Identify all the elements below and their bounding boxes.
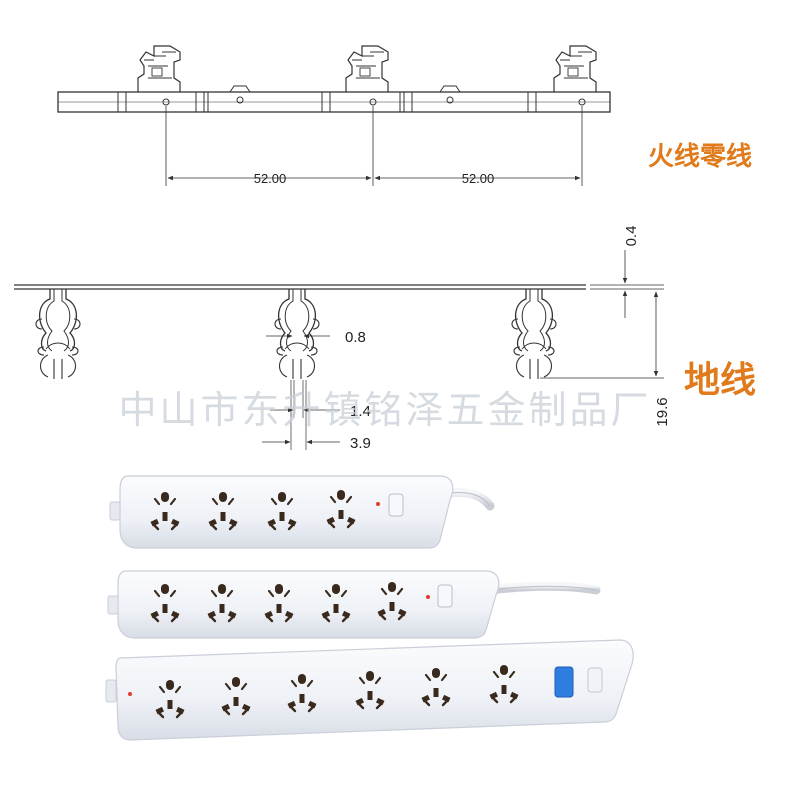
dim-0-4: 0.4	[623, 226, 640, 247]
dim-52-right: 52.00	[462, 171, 495, 186]
power-switch-2	[437, 584, 453, 608]
power-strip-5	[107, 570, 601, 639]
power-switch-1	[388, 493, 404, 517]
dim-1-4: 1.4	[350, 403, 371, 420]
ground-label: 地线	[684, 360, 756, 401]
indicator-light-1	[376, 502, 380, 506]
dim-19-6: 19.6	[654, 397, 671, 426]
dim-52-left: 52.00	[254, 171, 287, 186]
ground-clip-2	[274, 288, 320, 380]
power-strip-6	[105, 639, 691, 741]
product-photos	[105, 475, 691, 741]
clip-top-1	[137, 45, 181, 93]
power-switch-3	[554, 666, 574, 698]
clip-top-2	[345, 45, 389, 93]
watermark: 中山市东升镇铭泽五金制品厂	[118, 388, 651, 432]
ground-clip-3	[511, 288, 557, 380]
dim-3-9: 3.9	[350, 435, 371, 452]
clip-top-3	[553, 45, 597, 93]
middle-diagram: 0.4 19.6 0.8 1.4 3.9 地线	[14, 226, 756, 452]
power-strip-4	[109, 475, 495, 549]
live-neutral-label: 火线零线	[648, 142, 752, 172]
dim-0-8: 0.8	[345, 329, 366, 346]
top-diagram: 52.00 52.00 火线零线	[57, 45, 752, 186]
ground-clip-1	[35, 288, 81, 380]
indicator-light-2	[426, 595, 430, 599]
